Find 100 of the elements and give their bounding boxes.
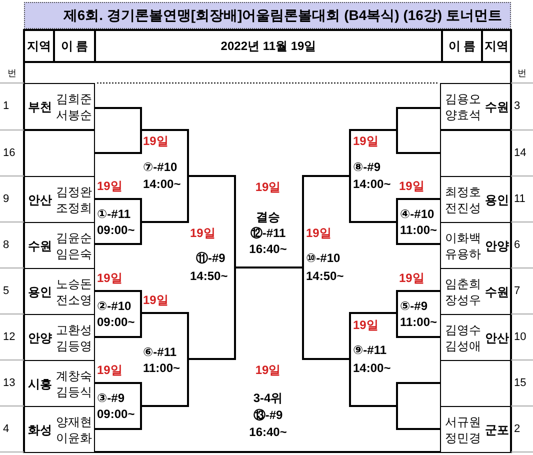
match-label: 11:00~ bbox=[400, 223, 438, 237]
player-names: 고환성 김등영 bbox=[56, 322, 92, 354]
date-label: 19일 bbox=[255, 180, 281, 194]
seed-number: 11 bbox=[514, 192, 526, 206]
date-label: 19일 bbox=[399, 179, 424, 193]
team-cell bbox=[440, 176, 511, 223]
region-label: 용인 bbox=[28, 284, 52, 300]
column-header: 번 bbox=[8, 67, 16, 80]
seed-number: 9 bbox=[3, 192, 10, 206]
column-header: 지역 bbox=[27, 39, 51, 54]
column-header: 지역 bbox=[484, 39, 508, 54]
region-label: 부천 bbox=[28, 99, 52, 115]
seed-number: 12 bbox=[3, 330, 16, 344]
team-cell bbox=[440, 314, 511, 361]
match-label: 14:00~ bbox=[353, 177, 391, 191]
match-label: ②-#10 bbox=[97, 299, 132, 313]
match-label: ⑦-#10 bbox=[143, 160, 178, 174]
match-label: 11:00~ bbox=[400, 315, 438, 329]
match-label: 14:50~ bbox=[190, 269, 228, 283]
column-header: 2022년 11월 19일 bbox=[220, 39, 316, 54]
player-names: 김정완 조정희 bbox=[56, 184, 92, 216]
match-label: 14:50~ bbox=[306, 269, 344, 283]
team-cell bbox=[24, 83, 95, 130]
seed-number: 4 bbox=[3, 422, 10, 436]
seed-number: 7 bbox=[514, 284, 520, 298]
team-cell bbox=[440, 268, 511, 315]
match-label: ⑨-#11 bbox=[353, 343, 387, 357]
team-cell bbox=[440, 130, 511, 177]
column-header: 이 름 bbox=[448, 39, 476, 54]
date-label: 19일 bbox=[97, 271, 122, 285]
match-label: ③-#9 bbox=[97, 391, 125, 405]
match-label: 3-4위 bbox=[253, 391, 283, 405]
match-label: 16:40~ bbox=[249, 425, 287, 439]
player-names: 김영수 김성애 bbox=[445, 322, 481, 354]
date-label: 19일 bbox=[353, 318, 378, 332]
seed-number: 8 bbox=[3, 238, 10, 252]
seed-number: 5 bbox=[3, 284, 10, 298]
bracket-line bbox=[235, 266, 302, 268]
match-label: 09:00~ bbox=[97, 315, 135, 329]
seed-number: 1 bbox=[3, 99, 10, 113]
title-band: 제6회. 경기론볼연맹[회장배]어울림론볼대회 (B4복식) (16강) 토너먼트 bbox=[24, 2, 511, 29]
date-label: 19일 bbox=[143, 293, 168, 307]
region-label: 수원 bbox=[485, 284, 509, 300]
player-names: 이화백 유용하 bbox=[445, 230, 481, 262]
date-label: 19일 bbox=[97, 363, 122, 377]
match-label: 11:00~ bbox=[143, 361, 180, 375]
match-label: ⑩-#10 bbox=[306, 251, 340, 265]
match-label: 14:00~ bbox=[143, 177, 181, 191]
seed-number: 16 bbox=[3, 146, 16, 160]
region-label: 시흥 bbox=[28, 376, 52, 392]
seed-number: 15 bbox=[514, 376, 526, 390]
region-label: 군포 bbox=[485, 422, 509, 438]
match-label: 14:00~ bbox=[353, 361, 391, 375]
region-label: 용인 bbox=[485, 192, 509, 208]
date-label: 19일 bbox=[143, 134, 168, 148]
date-label: 19일 bbox=[399, 271, 424, 285]
region-label: 수원 bbox=[28, 238, 52, 254]
player-names: 노승돈 전소영 bbox=[56, 276, 92, 308]
player-names: 계창숙 김등식 bbox=[56, 368, 92, 400]
seed-number: 3 bbox=[514, 99, 520, 113]
player-names: 최정호 전진성 bbox=[445, 184, 481, 216]
region-label: 화성 bbox=[28, 422, 52, 438]
match-label: ⑪-#9 bbox=[196, 251, 226, 265]
date-label: 19일 bbox=[190, 226, 216, 240]
match-label: ⑤-#9 bbox=[400, 299, 428, 313]
date-label: 19일 bbox=[97, 179, 122, 193]
region-label: 안산 bbox=[28, 192, 52, 208]
column-header: 이 름 bbox=[60, 39, 88, 54]
seed-number: 14 bbox=[514, 146, 526, 160]
match-label: 결승 bbox=[256, 210, 280, 224]
seed-number: 13 bbox=[3, 376, 16, 390]
region-label: 안양 bbox=[28, 330, 52, 346]
seed-number: 10 bbox=[514, 330, 526, 344]
date-label: 19일 bbox=[255, 363, 281, 377]
seed-number: 2 bbox=[514, 422, 520, 436]
column-header: 번 bbox=[518, 67, 526, 80]
player-names: 양재현 이윤화 bbox=[56, 414, 92, 446]
match-label: 16:40~ bbox=[249, 242, 287, 256]
player-names: 서규원 정민경 bbox=[445, 414, 481, 446]
player-names: 임춘희 장성우 bbox=[445, 276, 481, 308]
team-cell bbox=[440, 222, 511, 269]
match-label: ⑥-#11 bbox=[143, 345, 177, 359]
team-cell bbox=[440, 406, 511, 453]
player-names: 김용오 양효석 bbox=[445, 91, 481, 123]
seed-number: 6 bbox=[514, 238, 520, 252]
team-cell bbox=[24, 406, 95, 453]
team-cell bbox=[440, 83, 511, 130]
match-label: ⑬-#9 bbox=[253, 408, 283, 422]
team-cell bbox=[24, 130, 95, 177]
match-label: ④-#10 bbox=[400, 207, 434, 221]
date-label: 19일 bbox=[306, 226, 332, 240]
date-label: 19일 bbox=[353, 134, 378, 148]
region-label: 안양 bbox=[485, 238, 509, 254]
match-label: ⑫-#11 bbox=[250, 226, 286, 240]
match-label: 09:00~ bbox=[97, 223, 135, 237]
player-names: 김희준 서봉순 bbox=[56, 91, 92, 123]
match-label: ①-#11 bbox=[97, 207, 131, 221]
match-label: ⑧-#9 bbox=[353, 160, 381, 174]
player-names: 김윤순 임은숙 bbox=[56, 230, 92, 262]
region-label: 수원 bbox=[485, 99, 509, 115]
